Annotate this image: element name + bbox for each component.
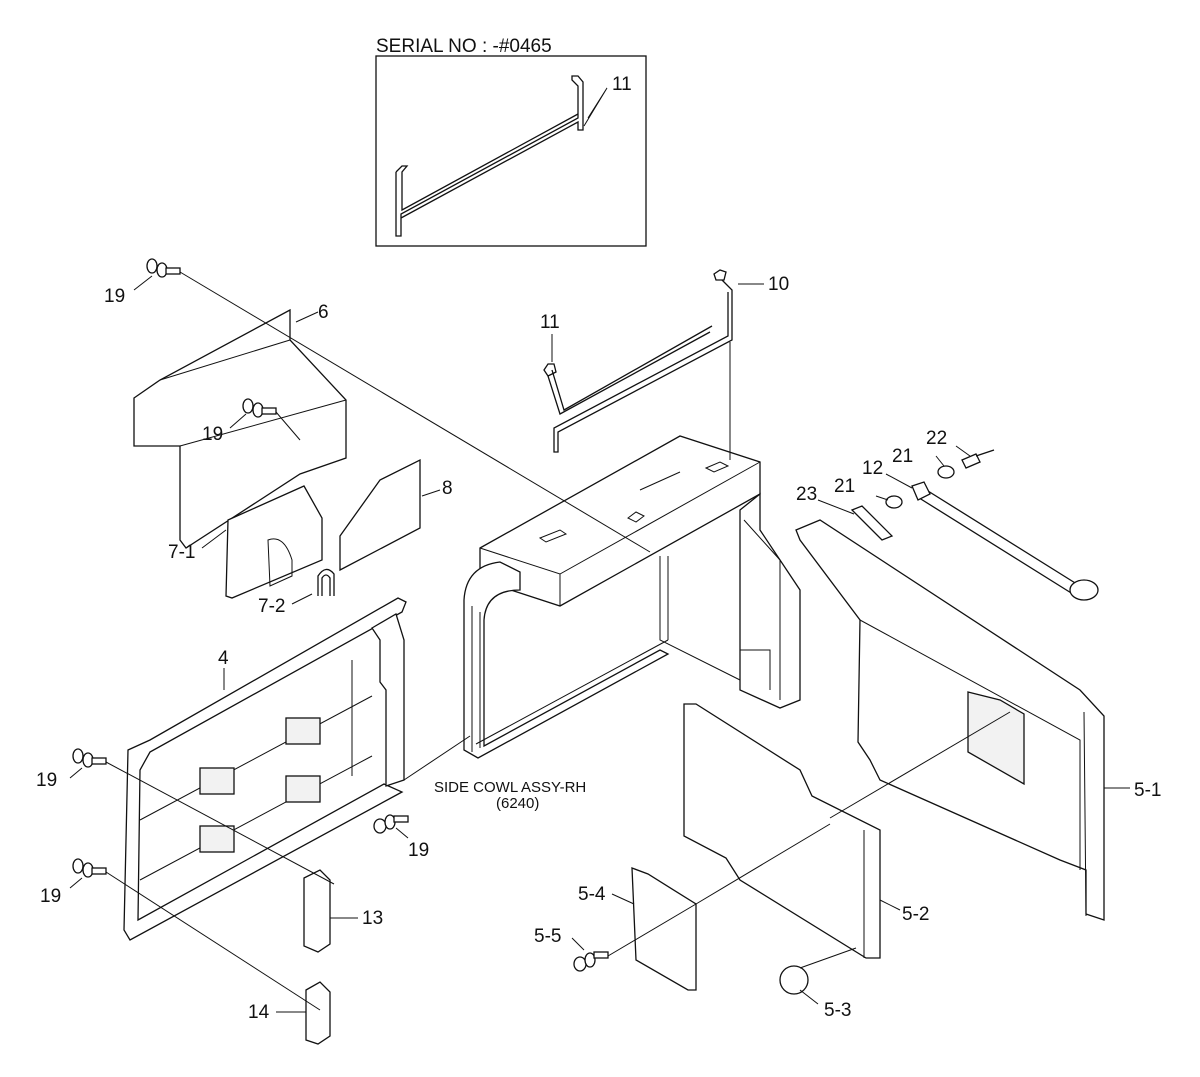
serial-inset: SERIAL NO : -#0465 11 [375, 36, 647, 247]
part-10-rod [553, 269, 733, 460]
inset-label-11: 11 [612, 74, 632, 95]
label-10: 10 [768, 274, 789, 295]
part-13-bracket [303, 869, 331, 953]
part-5-2-panel [683, 703, 881, 959]
part-labels: 19 6 19 8 7-1 7-2 4 19 19 19 11 10 22 21… [36, 274, 1161, 1023]
part-7-2-clip [317, 568, 335, 596]
label-5-1: 5-1 [1134, 780, 1161, 801]
bolt-19-center [373, 814, 409, 834]
bolt-19-top [146, 258, 181, 278]
label-leaders [69, 275, 1130, 1013]
label-7-2: 7-2 [258, 596, 285, 617]
part-5-3-plug [779, 965, 809, 995]
part-11-rod [543, 325, 713, 415]
label-4: 4 [218, 648, 229, 669]
bolt-5-5 [573, 951, 609, 972]
part-4-frame [123, 597, 407, 941]
label-5-5: 5-5 [534, 926, 561, 947]
part-6-cover [133, 308, 347, 549]
label-23: 23 [796, 484, 817, 505]
tie-rod-assembly [850, 449, 1099, 601]
side-cowl-assy: SIDE COWL ASSY-RH (6240) [434, 435, 801, 812]
bolt-19-left-a [72, 748, 107, 768]
part-8-plate [339, 458, 421, 572]
assembly-lines [105, 271, 1011, 1011]
label-14: 14 [248, 1002, 270, 1023]
label-5-3: 5-3 [824, 1000, 851, 1021]
part-7-1-plate [225, 485, 323, 599]
label-8: 8 [442, 478, 453, 499]
label-19-c: 19 [36, 770, 57, 791]
label-11: 11 [540, 312, 560, 333]
part-5-4-plate [631, 867, 697, 991]
label-21-b: 21 [834, 476, 855, 497]
label-22: 22 [926, 428, 947, 449]
label-5-4: 5-4 [578, 884, 606, 905]
label-21-a: 21 [892, 446, 913, 467]
bolt-19-left-b [72, 858, 107, 878]
label-12: 12 [862, 458, 883, 479]
washer-21-lower [885, 495, 903, 509]
inset-title: SERIAL NO : -#0465 [376, 36, 552, 57]
label-5-2: 5-2 [902, 904, 929, 925]
part-14-bracket [305, 981, 331, 1045]
assy-name: SIDE COWL ASSY-RH [434, 779, 586, 796]
label-19-a: 19 [104, 286, 125, 307]
label-19-d: 19 [40, 886, 61, 907]
bolt-19-mid [242, 398, 277, 418]
label-7-1: 7-1 [168, 542, 195, 563]
inset-rod [395, 75, 584, 237]
assy-code: (6240) [496, 795, 539, 812]
label-19-b: 19 [202, 424, 223, 445]
label-13: 13 [362, 908, 383, 929]
washer-21-upper [937, 465, 955, 479]
label-6: 6 [318, 302, 329, 323]
part-5-1-panel [795, 519, 1105, 921]
label-19-e: 19 [408, 840, 429, 861]
